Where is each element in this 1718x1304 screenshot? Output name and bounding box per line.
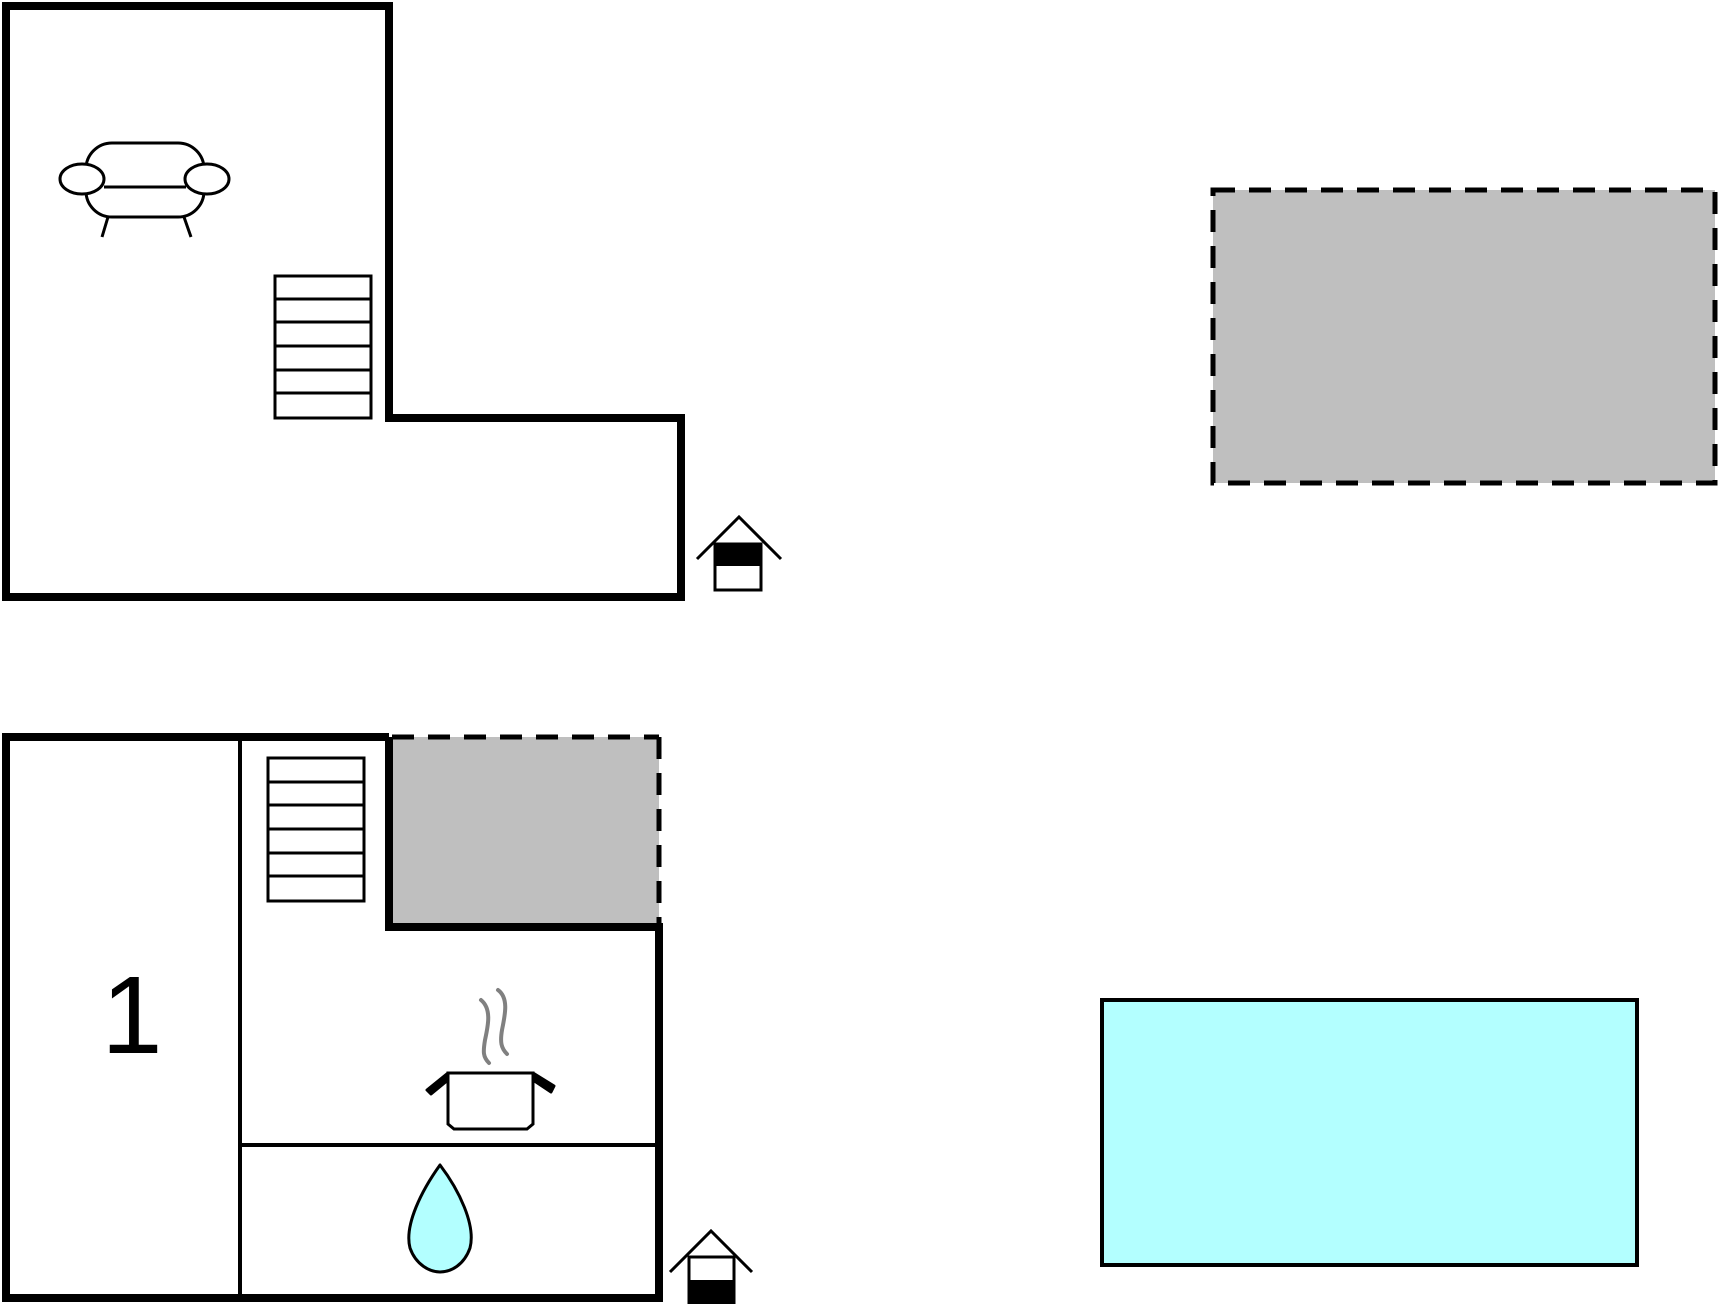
ground-floor: 1 xyxy=(2,733,754,1304)
bedroom-number-label: 1 xyxy=(101,954,162,1077)
upper-floor-outline xyxy=(2,2,685,601)
swimming-pool xyxy=(1100,998,1639,1267)
stairs-icon xyxy=(273,274,373,420)
ground-floor-outline xyxy=(2,733,663,1302)
stairs-icon xyxy=(266,756,366,903)
water-drop-icon xyxy=(407,1163,473,1274)
entrance-icon xyxy=(695,514,783,592)
upper-terrace-fill xyxy=(1213,190,1715,483)
sofa-icon xyxy=(58,141,231,238)
upper-terrace xyxy=(1210,187,1718,486)
cooking-pot-icon xyxy=(425,988,556,1131)
entrance-icon xyxy=(668,1228,754,1304)
upper-terrace-border xyxy=(1210,187,1718,486)
upper-floor xyxy=(2,2,783,601)
ground-terrace-fill xyxy=(389,737,659,927)
